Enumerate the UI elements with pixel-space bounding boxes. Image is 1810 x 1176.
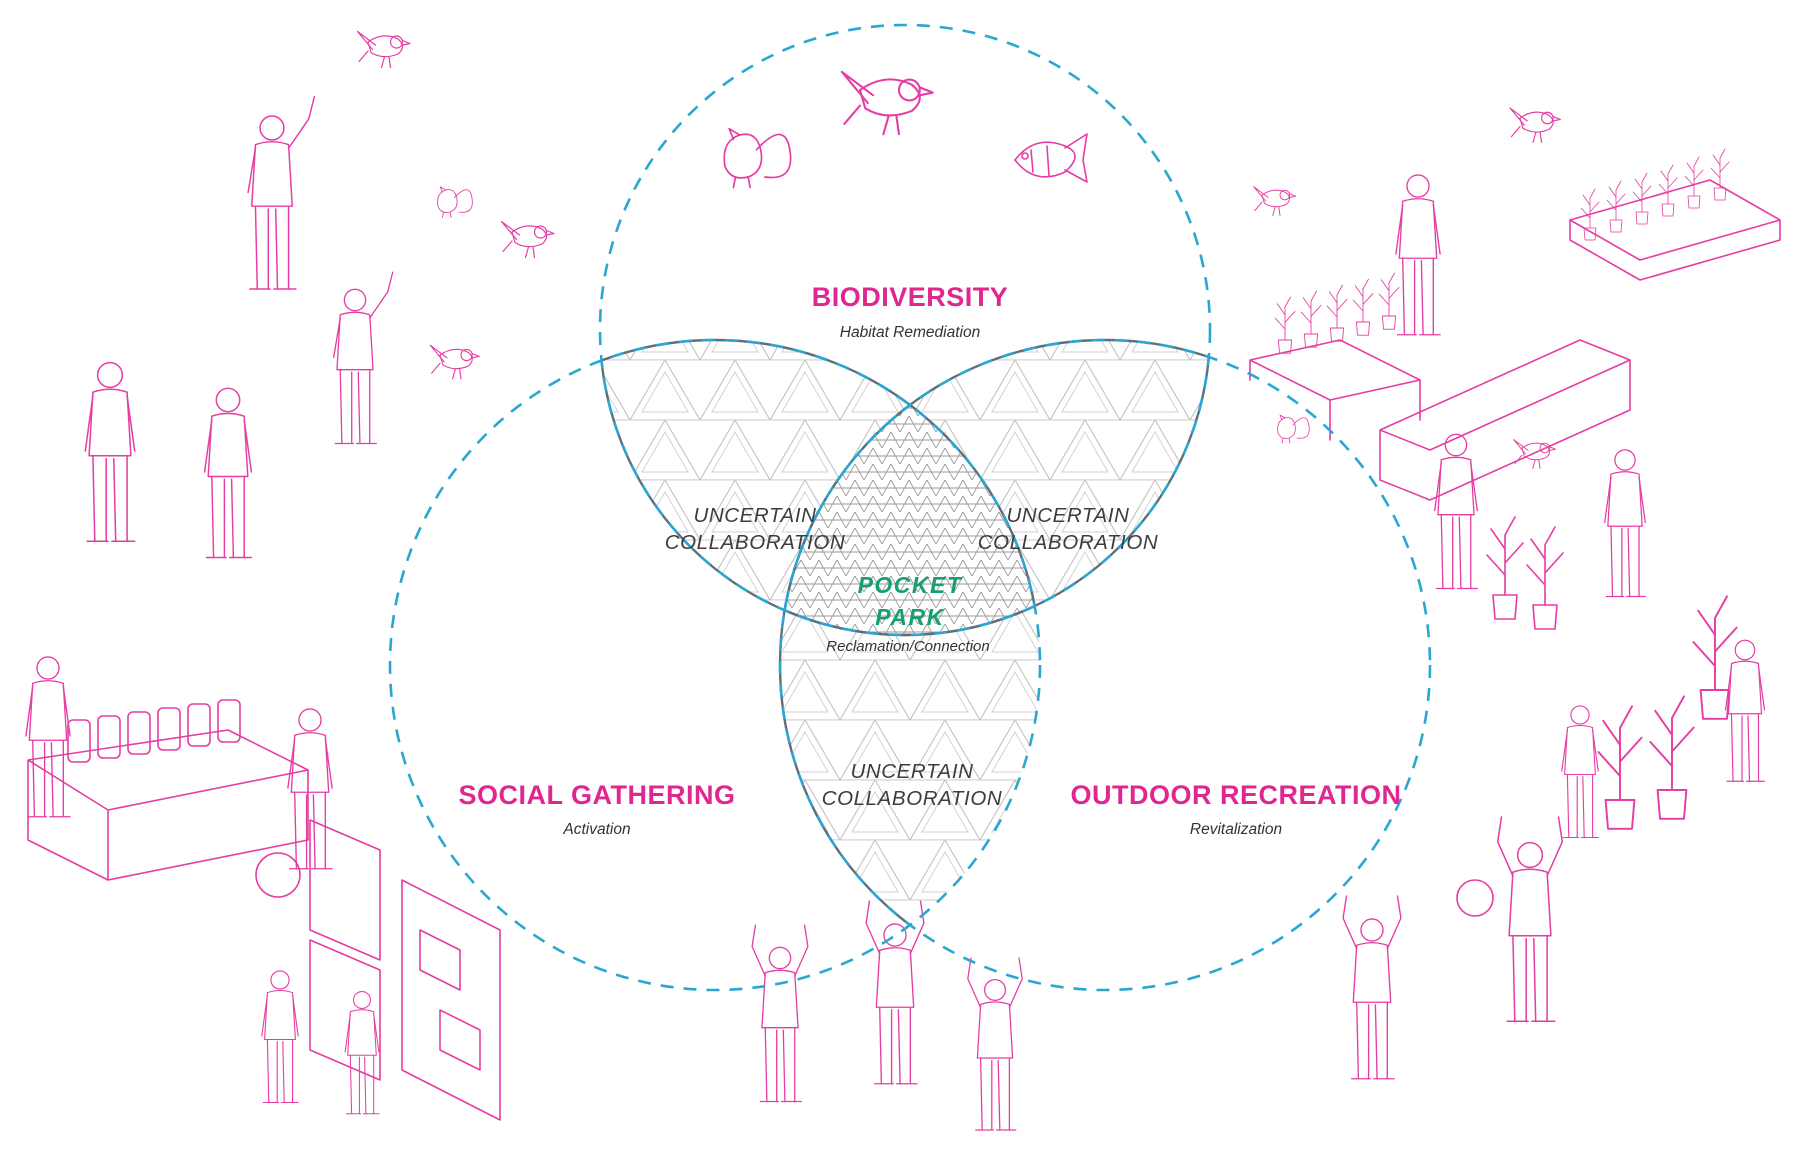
social-gathering-title: SOCIAL GATHERING (458, 780, 735, 810)
basketball-player-icon (1496, 816, 1564, 1023)
dancer-1 (751, 924, 809, 1103)
bird-right-1 (1509, 107, 1561, 144)
bed-plant-2 (1632, 172, 1652, 225)
tall-plant-1 (1486, 516, 1524, 620)
basketball-icon (1456, 879, 1494, 917)
fish-top (1014, 133, 1088, 183)
bird-left-2 (500, 220, 555, 259)
person-gardener-3 (1604, 449, 1646, 598)
person-kneeling (1561, 705, 1599, 839)
person-standing-1 (84, 361, 136, 543)
dancer-3 (967, 957, 1023, 1131)
tall-plant-4 (1649, 695, 1695, 820)
squirrel-top (723, 127, 792, 189)
bed-plant-0 (1580, 188, 1600, 241)
bird-right-2 (1253, 186, 1297, 216)
overlap-top-left-line1: UNCERTAIN (693, 504, 816, 527)
bed-plant-3 (1658, 164, 1678, 217)
potted-plant-2 (1326, 284, 1348, 342)
potted-plant-1 (1300, 290, 1322, 348)
dancer-2 (865, 900, 925, 1085)
art-panels-icon (309, 819, 501, 1121)
illustrations-layer (25, 30, 1781, 1131)
center-triple-overlap-region (780, 340, 1040, 635)
person-gardener-1 (1395, 174, 1441, 336)
bird-top (840, 70, 934, 136)
bird-left-3 (429, 344, 480, 380)
person-carrying (1724, 639, 1766, 782)
market-cart-icon (27, 699, 309, 898)
person-customer (287, 708, 333, 870)
overlap-bottom-line1: UNCERTAIN (850, 760, 973, 783)
person-gardener-2 (1434, 433, 1478, 590)
social-gathering-subtitle: Activation (562, 821, 630, 838)
person-photographing (333, 271, 394, 445)
pocket-park-line1: POCKET (858, 572, 963, 598)
tall-plant-5 (1692, 595, 1738, 720)
bird-right-3 (1513, 439, 1557, 469)
overlap-top-left-line2: COLLABORATION (665, 531, 846, 554)
bed-plant-5 (1710, 148, 1730, 201)
social-gathering-circle (388, 338, 1042, 992)
biodiversity-subtitle: Habitat Remediation (840, 324, 980, 341)
overlap-bottom-line2: COLLABORATION (822, 787, 1003, 810)
squirrel-right (1277, 414, 1310, 444)
person-pointing-1 (247, 95, 316, 290)
planters-icon (1249, 179, 1781, 501)
outdoor-recreation-circle (778, 338, 1432, 992)
tall-plant-2 (1526, 526, 1564, 630)
biodiversity-circle (598, 23, 1212, 637)
pocket-park-line2: PARK (875, 604, 944, 630)
person-standing-2 (203, 387, 253, 559)
potted-plant-0 (1274, 296, 1296, 354)
bird-left-1 (356, 30, 411, 69)
tall-plant-3 (1597, 705, 1643, 830)
outdoor-recreation-title: OUTDOOR RECREATION (1071, 780, 1402, 810)
overlap-top-right-line2: COLLABORATION (978, 531, 1159, 554)
potted-plant-4 (1378, 272, 1400, 330)
outdoor-recreation-subtitle: Revitalization (1190, 821, 1282, 838)
bed-plant-1 (1606, 180, 1626, 233)
squirrel-left (437, 186, 473, 218)
person-vendor (25, 656, 71, 818)
person-viewer-2 (344, 991, 380, 1115)
biodiversity-title: BIODIVERSITY (812, 282, 1009, 312)
person-viewer-1 (261, 970, 299, 1104)
person-playing (1342, 895, 1402, 1080)
pocket-park-subtitle: Reclamation/Connection (826, 638, 989, 655)
bed-plant-4 (1684, 156, 1704, 209)
overlap-top-right-line1: UNCERTAIN (1006, 504, 1129, 527)
potted-plant-3 (1352, 278, 1374, 336)
